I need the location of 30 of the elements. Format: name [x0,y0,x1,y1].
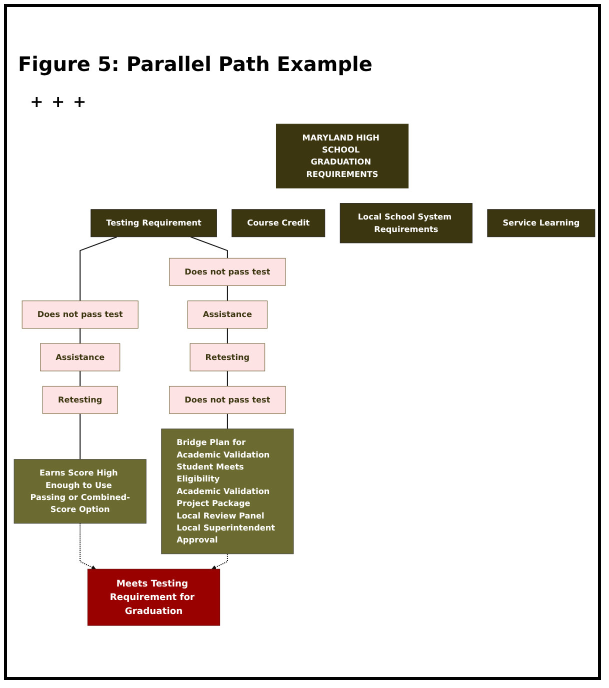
node-box: Assistance [187,300,268,329]
arrow [212,554,228,570]
node-box: Testing Requirement [90,209,217,238]
node-box: Service Learning [487,209,596,238]
node-box: Does not pass test [169,386,286,414]
arrow [80,523,96,570]
connector [80,414,81,460]
node-box: Course Credit [232,209,326,238]
connector [226,414,228,429]
connector [190,236,228,258]
node-box: Bridge Plan for Academic Validation Student Meets Eligibility Academic Validation Project Package Local Review Panel Local Superintendent Approval [161,428,294,554]
connector [80,328,81,344]
node-box: Assistance [40,343,120,372]
node-box: Retesting [190,343,266,372]
plus-sign: + [51,92,65,111]
connector [80,236,118,301]
node-box: MARYLAND HIGH SCHOOL GRADUATION REQUIREMENTS [276,124,409,188]
plus-sign: + [72,92,86,111]
connector [226,328,228,344]
node-box: Does not pass test [22,300,138,329]
figure-title: Figure 5: Parallel Path Example [18,52,372,76]
connector [80,370,81,386]
node-box: Does not pass test [169,258,286,286]
node-box: Retesting [42,386,118,414]
connector [226,286,228,301]
plus-sign: + [30,92,44,111]
node-box: Meets Testing Requirement for Graduation [87,568,220,626]
connector [226,370,228,386]
node-box: Local School System Requirements [340,203,472,244]
node-box: Earns Score High Enough to Use Passing or Combined-Score Option [14,459,146,524]
